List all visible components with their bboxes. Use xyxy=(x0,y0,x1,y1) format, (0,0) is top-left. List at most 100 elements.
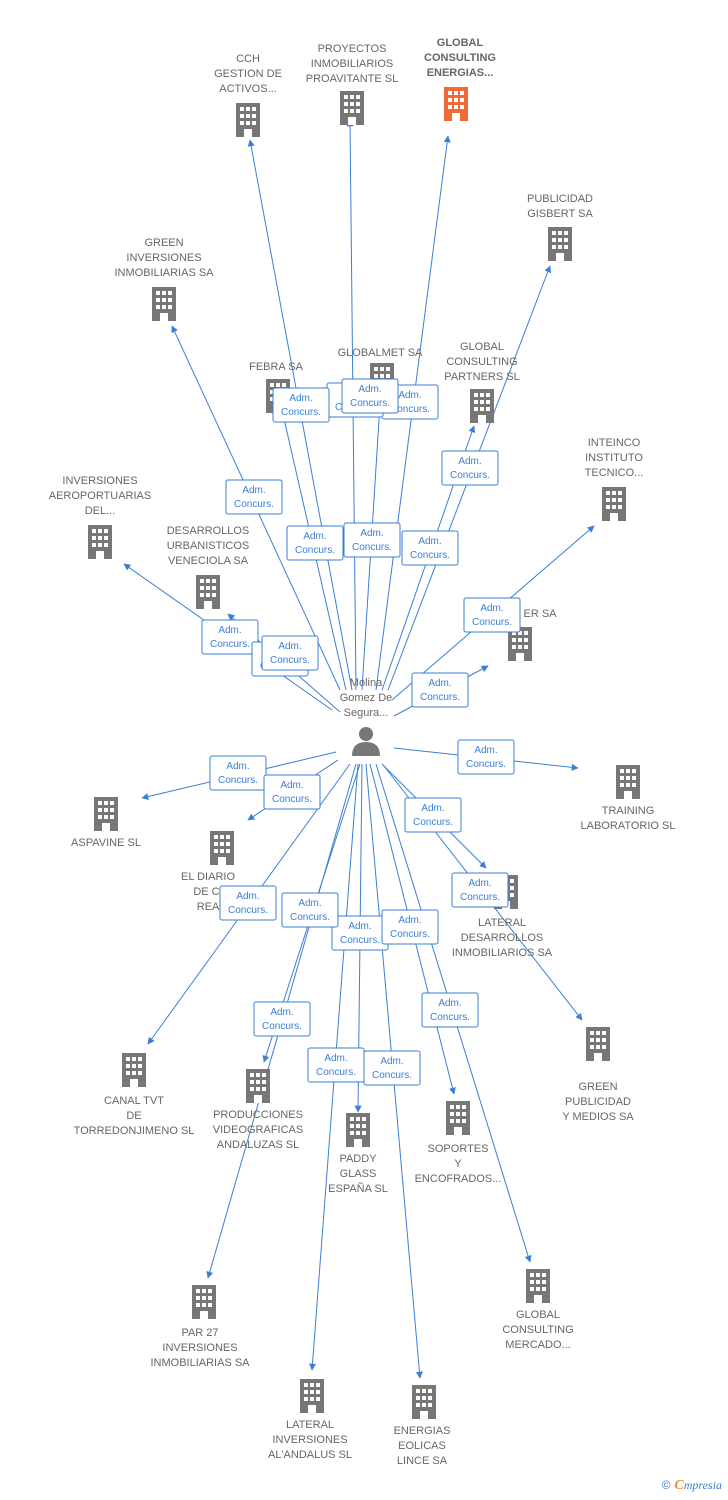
node-label-line: CONSULTING xyxy=(446,356,517,368)
edge-label-adm-concurs[interactable]: Adm.Concurs. xyxy=(421,992,479,1028)
edge-label-line: Concurs. xyxy=(413,817,453,828)
edge-label-line: Adm. xyxy=(438,998,461,1009)
edge-label-adm-concurs[interactable]: Adm.Concurs. xyxy=(209,755,267,791)
edge-label-adm-concurs[interactable]: Adm.Concurs. xyxy=(451,872,509,908)
edge-label-line: Concurs. xyxy=(466,759,506,770)
node-label-line: INVERSIONES xyxy=(62,475,137,487)
edge-label-adm-concurs[interactable]: Adm.Concurs. xyxy=(463,597,521,633)
node-label-line: INVERSIONES xyxy=(162,1342,237,1354)
edge-label-line: Concurs. xyxy=(316,1067,356,1078)
node-label-line: DEL... xyxy=(85,505,116,517)
edge-label-adm-concurs[interactable]: Adm.Concurs. xyxy=(281,892,339,928)
node-er-sa[interactable]: ER SA xyxy=(508,608,557,661)
building-icon xyxy=(446,1101,470,1135)
edge-label-adm-concurs[interactable]: Adm.Concurs. xyxy=(457,739,515,775)
edge-label-adm-concurs[interactable]: Adm.Concurs. xyxy=(331,915,389,951)
person-icon[interactable] xyxy=(352,727,380,756)
node-label-line: MERCADO... xyxy=(505,1339,570,1351)
edge-label-line: Concurs. xyxy=(295,545,335,556)
edge-label-line: Concurs. xyxy=(350,398,390,409)
node-label-line: PADDY xyxy=(339,1153,377,1165)
node-label-line: PRODUCCIONES xyxy=(213,1109,303,1121)
node-label-line: AEROPORTUARIAS xyxy=(49,490,152,502)
edge-label-adm-concurs[interactable]: Adm.Concurs. xyxy=(225,479,283,515)
edge-label-adm-concurs[interactable]: Adm. Concurs. xyxy=(307,1047,365,1083)
node-soportes[interactable]: SOPORTESYENCOFRADOS... xyxy=(415,1101,502,1185)
edge-label-adm-concurs[interactable]: Adm.Concurs. xyxy=(286,525,344,561)
edge-label-line: Adm. xyxy=(324,1053,347,1064)
edge-label-line: Adm. xyxy=(418,536,441,547)
building-icon xyxy=(548,227,572,261)
node-global-mercado[interactable]: GLOBALCONSULTINGMERCADO... xyxy=(502,1269,574,1351)
edge-label-adm-concurs[interactable]: Adm.Concurs. xyxy=(261,635,319,671)
footer-brand[interactable]: ©Cmpresia xyxy=(662,1478,722,1494)
edge-label-adm-concurs[interactable]: Adm.Concurs. xyxy=(441,450,499,486)
node-inteinco[interactable]: INTEINCOINSTITUTOTECNICO... xyxy=(585,437,644,521)
edge-label-line: Adm. xyxy=(348,921,371,932)
node-label-line: ESPAÑA SL xyxy=(328,1182,388,1195)
building-icon xyxy=(236,103,260,137)
edge-label-line: Concurs. xyxy=(460,892,500,903)
edge-label-adm-concurs[interactable]: Adm.Concurs. xyxy=(219,885,277,921)
edge-label-adm-concurs[interactable]: Adm. Concurs. xyxy=(401,530,459,566)
building-icon xyxy=(412,1385,436,1419)
edge-label-line: Concurs. xyxy=(234,499,274,510)
node-label-line: LATERAL xyxy=(286,1419,334,1431)
edge-label-adm-concurs[interactable]: Adm.Concurs. xyxy=(404,797,462,833)
building-icon xyxy=(444,87,468,121)
node-globalmet[interactable]: GLOBALMET SA xyxy=(338,347,423,397)
edge-label-adm-concurs[interactable]: Adm.Concurs. xyxy=(263,774,321,810)
node-label-line: DESARROLLOS xyxy=(167,525,250,537)
node-label-line: CONSULTING xyxy=(502,1324,573,1336)
building-icon xyxy=(300,1379,324,1413)
edge-label-line: Adm. xyxy=(226,761,249,772)
node-label-line: ASPAVINE SL xyxy=(71,837,141,849)
edge-label-line: Adm. xyxy=(428,678,451,689)
node-label-line: ENCOFRADOS... xyxy=(415,1173,502,1185)
edge-label-adm-concurs[interactable]: Adm.Concurs. xyxy=(363,1050,421,1086)
node-inversiones-aeroportuarias[interactable]: INVERSIONES AEROPORTUARIAS DEL... xyxy=(49,475,152,559)
brand-name: mpresia xyxy=(683,1478,722,1492)
node-label-line: CANAL TVT xyxy=(104,1095,164,1107)
node-label-line: GLOBALMET SA xyxy=(338,347,423,359)
edge-label-line: Adm. xyxy=(398,915,421,926)
node-label-line: PARTNERS SL xyxy=(444,371,519,383)
edge-label-adm-concurs[interactable]: Adm.Concurs. xyxy=(272,387,330,423)
node-febra[interactable]: FEBRA SA xyxy=(249,361,304,413)
edge-label-adm-concurs[interactable]: Adm.Concurs. xyxy=(411,672,469,708)
node-label-line: GESTION DE xyxy=(214,68,282,80)
node-label-line: PUBLICIDAD xyxy=(565,1096,631,1108)
node-label-line: GLOBAL xyxy=(437,37,484,49)
node-label-line: TORREDONJIMENO SL xyxy=(74,1125,195,1137)
edge-label-line: Concurs. xyxy=(210,639,250,650)
node-global-energias[interactable]: GLOBALCONSULTINGENERGIAS... xyxy=(424,37,496,121)
node-label-line: ENERGIAS... xyxy=(427,67,494,79)
edge-label-adm-concurs[interactable]: Adm.Concurs. xyxy=(381,909,439,945)
edge-label-adm-concurs[interactable]: Adm.Concurs. xyxy=(343,522,401,558)
edge-label-adm-concurs[interactable]: Adm.Concurs. xyxy=(253,1001,311,1037)
node-label-line: EL DIARIO xyxy=(181,871,235,883)
edge-label-line: Concurs. xyxy=(410,550,450,561)
node-aspavine[interactable]: ASPAVINE SL xyxy=(71,797,141,849)
edge-label-adm-concurs[interactable]: Adm.Concurs. xyxy=(341,378,399,414)
edge-label-adm-concurs[interactable]: Adm.Concurs. xyxy=(201,619,259,655)
edge-label-line: Adm. xyxy=(458,456,481,467)
edge-label-line: Adm. xyxy=(298,898,321,909)
